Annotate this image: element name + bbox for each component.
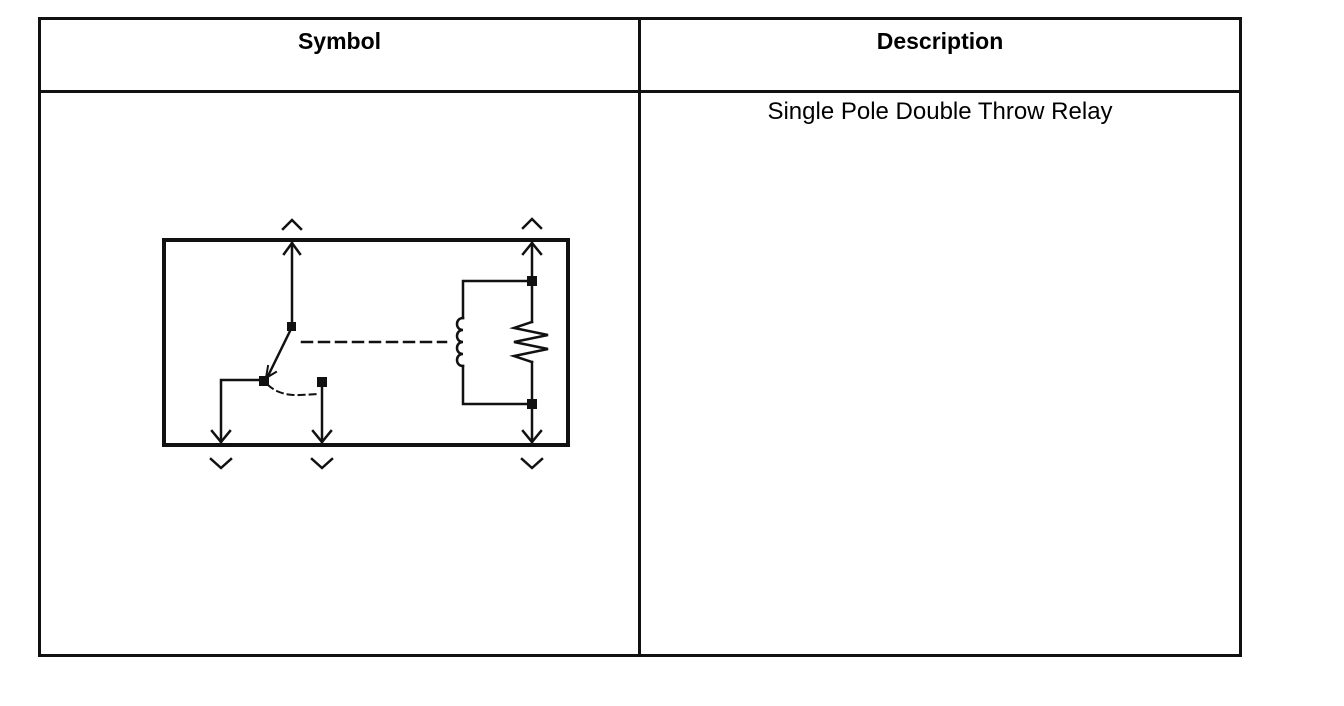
coil-loop-bottom [461,364,534,406]
no-terminal-arrow [311,429,333,444]
nc-contact-lead [219,378,266,444]
nc-terminal-caret [209,457,233,470]
common-terminal-caret [281,218,303,231]
no-terminal-caret [310,457,334,470]
coil-bottom-caret [520,457,544,470]
nc-contact-dot [259,376,269,386]
switch-arm [265,325,294,380]
suppression-resistor [509,320,549,364]
relay-description: Single Pole Double Throw Relay [767,98,1113,125]
common-pivot-dot [287,322,296,331]
coil-winding [455,316,465,368]
coil-bottom-junction-dot [527,399,537,409]
no-contact-dot [317,377,327,387]
column-divider [638,17,641,657]
header-row-divider [38,90,1242,93]
symbol-column-header: Symbol [297,28,382,54]
description-column-header: Description [876,28,1004,54]
nc-terminal-arrow [210,429,232,444]
coil-top-caret [521,217,543,230]
coil-top-junction-dot [527,276,537,286]
relay-housing-box [162,238,570,447]
coil-loop-top [461,279,534,320]
contact-dashed-link [266,383,322,397]
common-terminal-arrow [282,240,302,256]
coil-bottom-arrow [521,429,543,444]
coil-top-arrow [521,241,543,256]
